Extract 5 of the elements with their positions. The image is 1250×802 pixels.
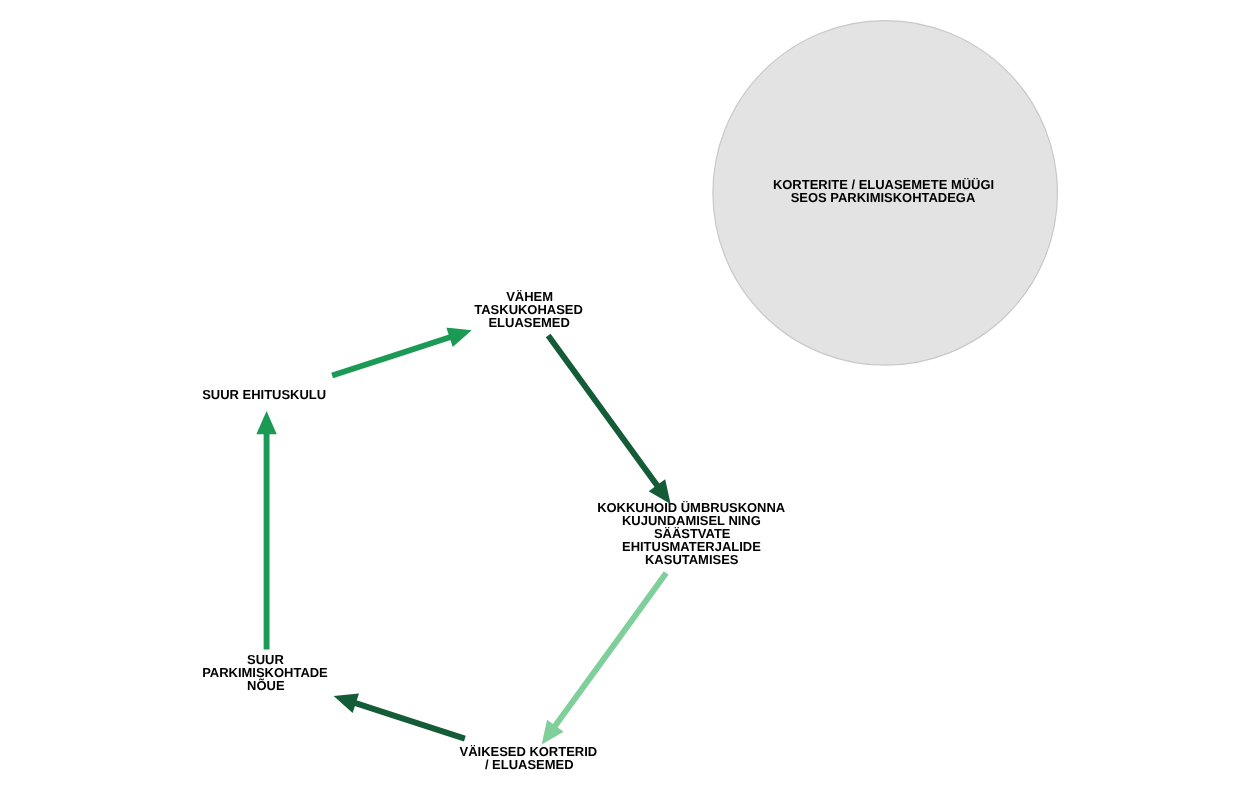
arrow xyxy=(541,571,669,745)
arrow xyxy=(333,693,466,742)
arrow xyxy=(545,333,671,505)
arrow xyxy=(256,410,277,650)
arrow xyxy=(331,327,472,379)
